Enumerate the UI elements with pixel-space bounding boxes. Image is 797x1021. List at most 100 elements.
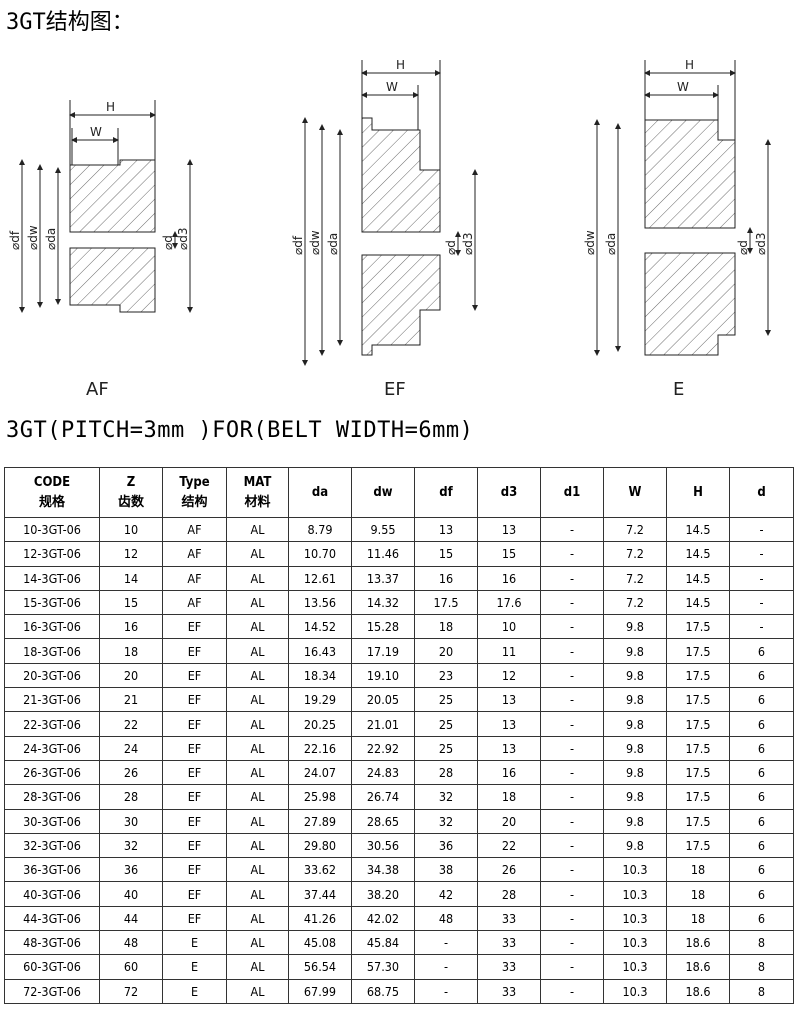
- table-cell: 27.89: [288, 808, 352, 834]
- table-cell: 34.38: [351, 857, 415, 883]
- table-cell: -: [729, 614, 794, 640]
- column-header: H: [666, 467, 730, 518]
- table-cell: 44-3GT-06: [4, 905, 100, 932]
- column-header-text: H: [693, 484, 703, 500]
- table-cell: EF: [162, 905, 227, 932]
- table-cell: 21-3GT-06: [4, 687, 100, 713]
- table-cell: 20: [99, 662, 163, 689]
- table-cell: 17.5: [666, 759, 730, 786]
- table-cell: 14.32: [351, 589, 415, 616]
- table-cell: 22: [99, 711, 163, 737]
- table-cell: 32: [414, 808, 478, 834]
- table-cell: EF: [162, 808, 227, 834]
- table-cell: 28-3GT-06: [4, 784, 100, 810]
- table-cell: 10-3GT-06: [4, 516, 100, 543]
- table-cell: 11: [477, 638, 541, 664]
- table-cell: 28: [99, 784, 163, 810]
- pulley-structure-drawings: H W ⌀df ⌀dw ⌀da ⌀d ⌀d3 AF H W ⌀df ⌀dw ⌀d…: [8, 58, 771, 400]
- table-cell: 57.30: [351, 954, 415, 980]
- column-header-text: 规格: [38, 494, 65, 510]
- table-cell: EF: [162, 662, 227, 689]
- table-cell: -: [540, 881, 604, 907]
- column-header: W: [603, 467, 667, 518]
- column-header-text: df: [439, 484, 453, 500]
- table-cell: AL: [226, 881, 289, 907]
- af-df-label: ⌀df: [8, 230, 22, 250]
- table-cell: 30.56: [351, 832, 415, 859]
- table-cell: AF: [162, 565, 227, 591]
- table-cell: 18: [666, 857, 730, 883]
- table-cell: AL: [226, 857, 289, 883]
- table-cell: -: [540, 808, 604, 834]
- table-cell: 44: [99, 905, 163, 932]
- table-cell: 9.8: [603, 784, 667, 810]
- e-da-label: ⌀da: [604, 233, 618, 255]
- table-cell: 13: [477, 687, 541, 713]
- table-cell: 14-3GT-06: [4, 565, 100, 591]
- af-da-label: ⌀da: [44, 228, 58, 250]
- table-cell: 15.28: [351, 614, 415, 640]
- table-cell: 25: [414, 735, 478, 761]
- table-cell: 6: [729, 881, 794, 907]
- table-cell: 8: [729, 978, 794, 1004]
- column-header-text: d1: [563, 484, 581, 500]
- table-cell: 13: [477, 516, 541, 543]
- table-cell: 12.61: [288, 565, 352, 591]
- table-cell: 17.5: [666, 784, 730, 810]
- column-header-text: 结构: [181, 494, 208, 510]
- table-cell: 9.8: [603, 735, 667, 761]
- column-header-text: da: [311, 484, 329, 500]
- table-cell: 8: [729, 930, 794, 956]
- table-cell: 9.8: [603, 808, 667, 834]
- table-cell: 24.83: [351, 759, 415, 786]
- table-cell: 20.05: [351, 687, 415, 713]
- table-cell: 6: [729, 759, 794, 786]
- table-cell: 18.6: [666, 930, 730, 956]
- table-cell: E: [162, 930, 227, 956]
- table-cell: 16: [414, 565, 478, 591]
- table-cell: 6: [729, 711, 794, 737]
- table-cell: 6: [729, 808, 794, 834]
- table-cell: 18: [666, 905, 730, 932]
- table-cell: 7.2: [603, 565, 667, 591]
- table-cell: 45.08: [288, 930, 352, 956]
- table-cell: 9.8: [603, 614, 667, 640]
- table-cell: -: [729, 589, 794, 616]
- table-cell: 6: [729, 905, 794, 932]
- table-cell: 7.2: [603, 541, 667, 567]
- table-cell: 17.5: [666, 614, 730, 640]
- table-cell: -: [540, 638, 604, 664]
- table-cell: 10.3: [603, 954, 667, 980]
- column-header-text: dw: [373, 484, 393, 500]
- table-cell: 10.3: [603, 905, 667, 932]
- table-cell: 42: [414, 881, 478, 907]
- table-cell: AF: [162, 516, 227, 543]
- page-title: 3GT结构图：: [6, 10, 134, 35]
- table-cell: 17.5: [666, 687, 730, 713]
- table-cell: 26: [99, 759, 163, 786]
- table-cell: 28: [414, 759, 478, 786]
- column-header-text: W: [628, 484, 642, 500]
- table-cell: EF: [162, 832, 227, 859]
- table-cell: 40-3GT-06: [4, 881, 100, 907]
- table-cell: -: [540, 784, 604, 810]
- table-cell: 10.70: [288, 541, 352, 567]
- e-d3-label: ⌀d3: [754, 233, 768, 255]
- table-cell: -: [540, 857, 604, 883]
- table-cell: 6: [729, 687, 794, 713]
- table-cell: -: [540, 954, 604, 980]
- table-cell: -: [540, 541, 604, 567]
- table-cell: 22-3GT-06: [4, 711, 100, 737]
- ef-d-label: ⌀d: [444, 240, 458, 255]
- table-cell: 72: [99, 978, 163, 1004]
- table-cell: 33: [477, 978, 541, 1004]
- table-cell: 6: [729, 832, 794, 859]
- table-cell: 25.98: [288, 784, 352, 810]
